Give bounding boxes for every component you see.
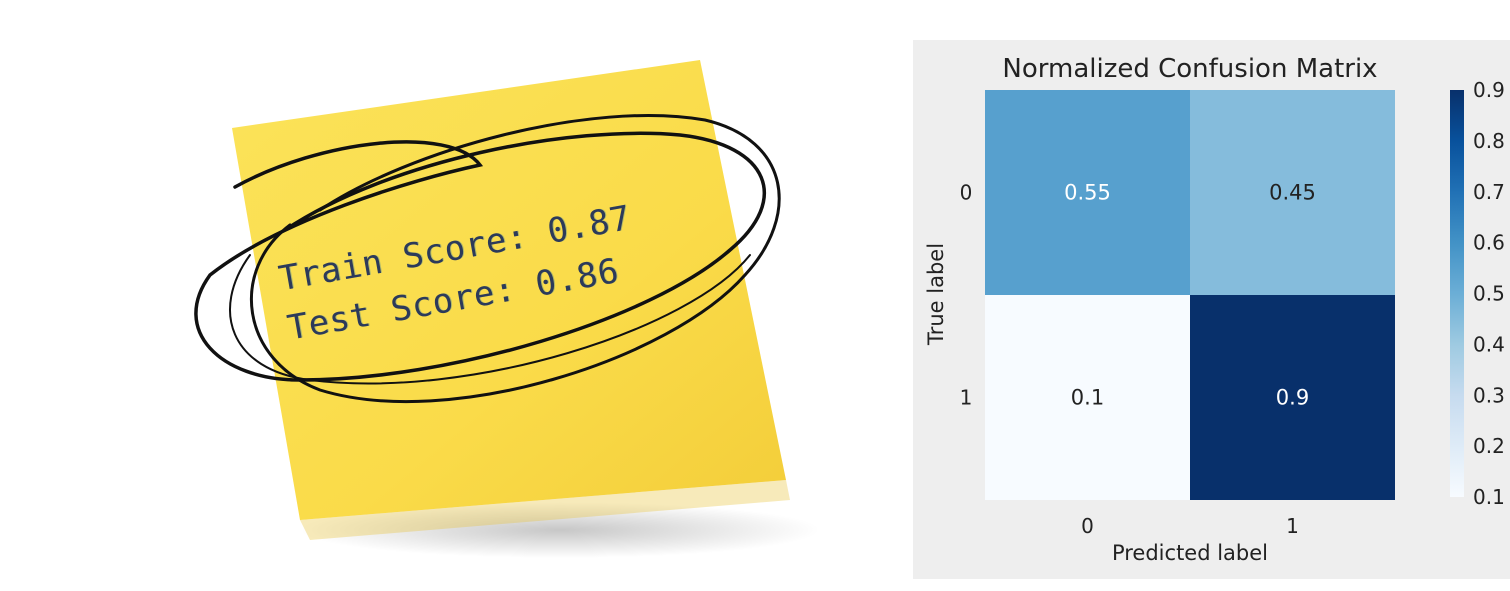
ink-circle (194, 114, 781, 403)
colorbar-tick-label: 0.3 (1473, 383, 1505, 407)
confusion-matrix-panel: Normalized Confusion Matrix 0.55 0.45 0.1 0… (913, 40, 1510, 579)
sticky-note-graphic (194, 60, 820, 558)
cell-value-label-0-1: 0.45 (1269, 181, 1316, 205)
colorbar-tick-label: 0.7 (1473, 180, 1505, 204)
colorbar-tick-label: 0.1 (1473, 485, 1505, 509)
heatmap-cell-1-0 (985, 295, 1190, 500)
colorbar-tick-label: 0.6 (1473, 231, 1505, 255)
cell-value-label-1-0: 0.1 (1071, 386, 1104, 410)
x-tick-label: 0 (1081, 514, 1094, 538)
x-axis-label: Predicted label (1112, 541, 1268, 565)
note-curl (300, 480, 790, 540)
note-shadow (300, 502, 820, 558)
heatmap-cell-0-1 (1190, 90, 1395, 295)
heatmap-cell-1-1 (1190, 295, 1395, 500)
chart-title: Normalized Confusion Matrix (1002, 54, 1377, 84)
confusion-matrix-chart: Normalized Confusion Matrix 0.55 0.45 0.1 0… (924, 54, 1505, 565)
colorbar (1450, 90, 1464, 497)
x-tick-label: 1 (1286, 514, 1299, 538)
y-tick-label: 0 (960, 181, 973, 205)
colorbar-tick-label: 0.5 (1473, 282, 1505, 306)
y-tick-label: 1 (960, 386, 973, 410)
sticky-note: Train Score: 0.87 Test Score: 0.86 (150, 30, 850, 580)
note-paper (232, 60, 786, 520)
colorbar-tick-label: 0.2 (1473, 434, 1505, 458)
cell-value-label-1-1: 0.9 (1276, 386, 1309, 410)
y-axis-label: True label (924, 243, 948, 346)
colorbar-tick-label: 0.8 (1473, 129, 1505, 153)
colorbar-tick-label: 0.9 (1473, 78, 1505, 102)
cell-value-label-0-0: 0.55 (1064, 181, 1111, 205)
heatmap-cell-0-0 (985, 90, 1190, 295)
colorbar-tick-label: 0.4 (1473, 332, 1505, 356)
